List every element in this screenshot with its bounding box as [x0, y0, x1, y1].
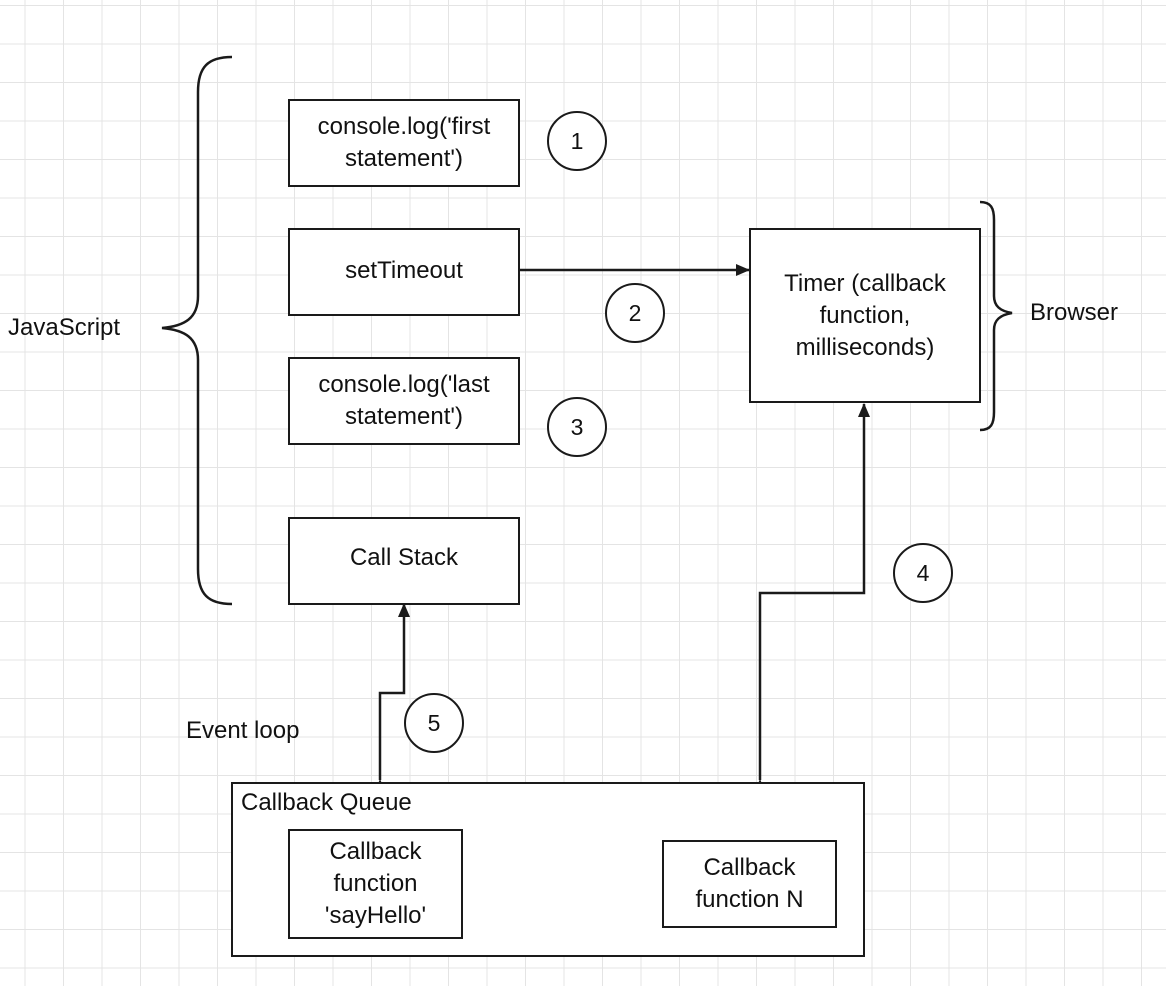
step-circle-4: 4 [893, 543, 953, 603]
call-stack-box: Call Stack [288, 517, 520, 605]
call-stack-text: Call Stack [349, 544, 459, 571]
settimeout-box: setTimeout [288, 228, 520, 316]
browser-brace [979, 200, 1013, 432]
timer-text: Timer (callback function, milliseconds) [784, 269, 946, 361]
callback-item-n: Callback function N [662, 840, 837, 928]
javascript-label: JavaScript [8, 314, 121, 341]
callback-queue-title: Callback Queue [241, 789, 412, 816]
step-circle-2: 2 [605, 283, 665, 343]
arrow-queue-to-timer [754, 403, 870, 793]
last-statement-box: console.log('last statement') [288, 357, 520, 445]
arrow-event-loop [374, 603, 410, 793]
first-statement-text: console.log('first statement') [317, 113, 491, 172]
callback-item-n-text: Callback function N [695, 854, 804, 913]
settimeout-text: setTimeout [345, 257, 463, 284]
first-statement-box: console.log('first statement') [288, 99, 520, 187]
javascript-brace [161, 55, 233, 606]
callback-item-sayhello: Callback function 'sayHello' [288, 829, 463, 939]
callback-item-sayhello-text: Callback function 'sayHello' [324, 838, 427, 929]
last-statement-text: console.log('last statement') [318, 371, 490, 430]
timer-box: Timer (callback function, milliseconds) [749, 228, 981, 403]
step-circle-5: 5 [404, 693, 464, 753]
browser-label: Browser [1030, 299, 1119, 326]
step-circle-3: 3 [547, 397, 607, 457]
event-loop-label: Event loop [186, 717, 300, 744]
step-circle-1: 1 [547, 111, 607, 171]
